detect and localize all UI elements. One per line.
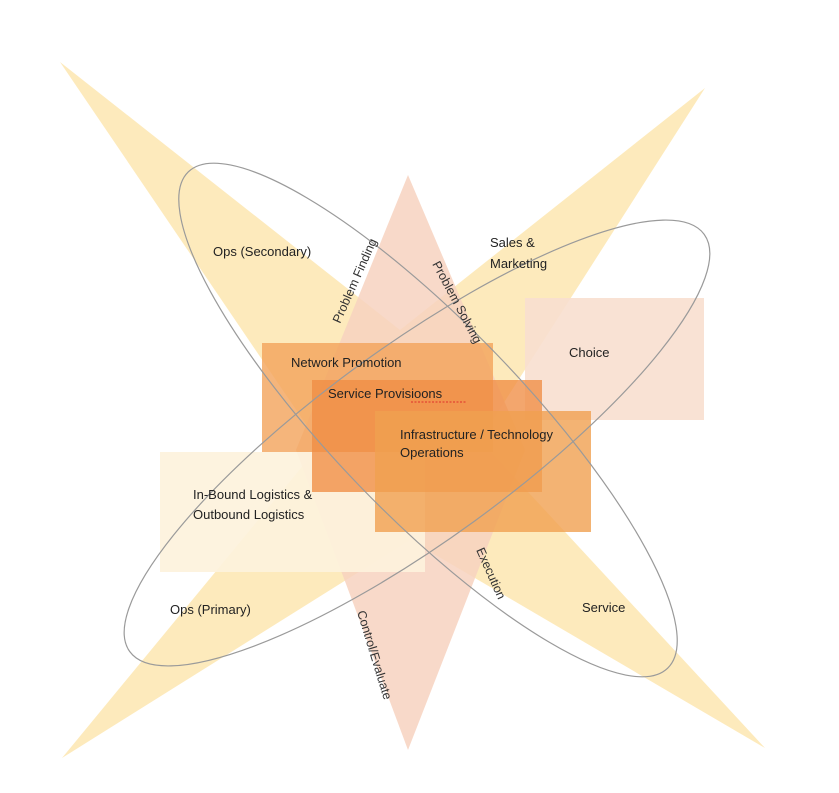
- label-inbound-line2: Outbound Logistics: [193, 507, 305, 522]
- choice-box: [525, 298, 704, 420]
- label-infra-line1: Infrastructure / Technology: [400, 427, 553, 442]
- label-ops-secondary: Ops (Secondary): [213, 244, 311, 259]
- label-network-promotion: Network Promotion: [291, 355, 402, 370]
- ellipse-secondary-service: [178, 162, 678, 678]
- label-ops-primary: Ops (Primary): [170, 602, 251, 617]
- label-choice: Choice: [569, 345, 609, 360]
- label-sales-line2: Marketing: [490, 256, 547, 271]
- label-service: Service: [582, 600, 625, 615]
- ellipse-primary-sales: [123, 219, 711, 667]
- label-infra-line2: Operations: [400, 445, 464, 460]
- label-service-provisions: Service Provisioons: [328, 386, 443, 401]
- label-sales-line1: Sales &: [490, 235, 535, 250]
- infrastructure-box: [375, 411, 591, 532]
- label-inbound-line1: In-Bound Logistics &: [193, 487, 313, 502]
